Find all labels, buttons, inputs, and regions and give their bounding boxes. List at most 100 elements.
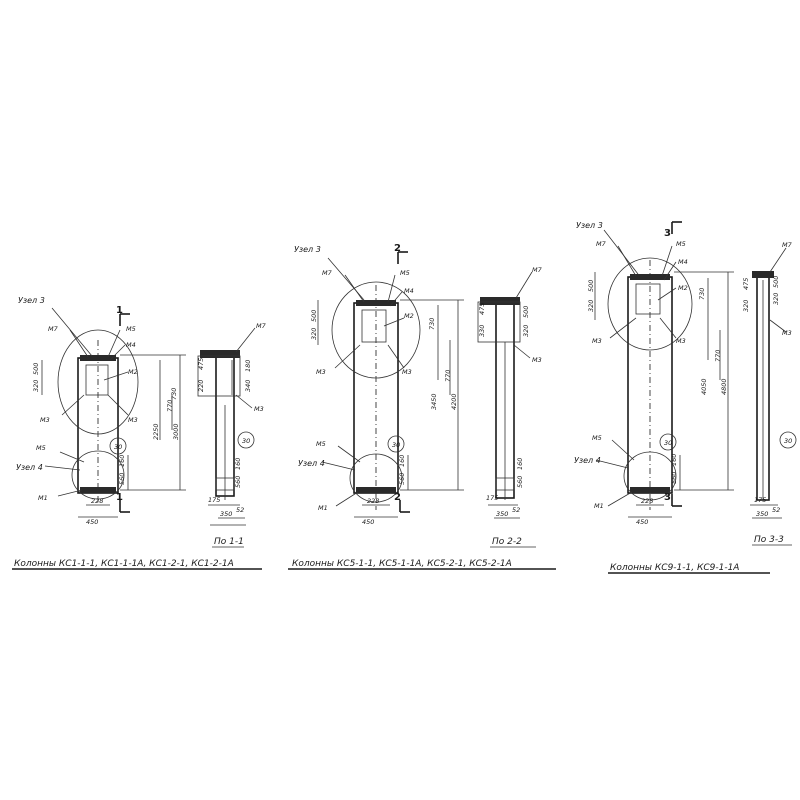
mark-m1-3: М1 xyxy=(594,502,604,510)
section-mark-top-3: 3 xyxy=(664,228,671,239)
dim-height-total-3: 4800 xyxy=(720,378,728,395)
mark-m3-right-2: М3 xyxy=(402,368,412,376)
mark-m4-1: М4 xyxy=(126,341,136,349)
callout-30-2: 30 xyxy=(392,441,400,449)
node-3-label-2: Узел 3 xyxy=(294,245,321,254)
section-mark-top-1: 1 xyxy=(116,305,123,316)
side-top-frame-1 xyxy=(197,355,241,397)
side-callout-30-1 xyxy=(237,431,255,449)
side-dim-180-1: 180 xyxy=(244,360,252,372)
mark-m5-bottom-1: М5 xyxy=(36,444,46,452)
callout-30-circle-1 xyxy=(109,437,127,455)
panel-title-2: Колонны КС5-1-1, КС5-1-1А, КС5-2-1, КС5-… xyxy=(292,559,512,569)
dim-228-2: 228 xyxy=(367,497,379,505)
callout-30-circle-3 xyxy=(659,433,677,451)
top-plate-1 xyxy=(80,355,116,361)
node-4-ellipse-1 xyxy=(71,450,125,500)
dim-450-1: 450 xyxy=(86,518,98,526)
dim-450-2: 450 xyxy=(362,518,374,526)
dim-228-1: 228 xyxy=(91,497,103,505)
mark-m5-2: М5 xyxy=(400,269,410,277)
mark-m5-bottom-2: М5 xyxy=(316,440,326,448)
section-mark-bottom-3: 3 xyxy=(664,492,671,503)
side-dim-160-2: 160 xyxy=(516,458,524,470)
side-dim-340-1: 340 xyxy=(244,380,252,392)
mark-m2-2: М2 xyxy=(404,312,414,320)
panel-1 xyxy=(41,307,256,526)
dim-height-box-1: 770 xyxy=(166,400,174,412)
side-dim-350-2: 350 xyxy=(496,510,508,518)
node-4-ellipse-2 xyxy=(349,453,403,503)
dim-top-a-2: 320 xyxy=(310,328,318,340)
dim-160-3: 160 xyxy=(670,454,678,466)
section-mark-bottom-2: 2 xyxy=(394,492,401,503)
mark-m2-3: М2 xyxy=(678,284,688,292)
section-label-1: По 1-1 xyxy=(214,537,244,547)
side-mark-m7-2: М7 xyxy=(532,266,543,274)
mark-m1-2: М1 xyxy=(318,504,328,512)
node-3-label-1: Узел 3 xyxy=(18,296,45,305)
mark-m2-1: М2 xyxy=(128,368,138,376)
mark-m4-2: М4 xyxy=(404,287,414,295)
dim-560-1: 560 xyxy=(118,473,126,485)
dim-top-b-3: 500 xyxy=(587,280,595,292)
dim-top-a-1: 320 xyxy=(32,380,40,392)
section-label-2: По 2-2 xyxy=(492,537,522,547)
mark-m7-3: М7 xyxy=(596,240,607,248)
base-plate-2 xyxy=(356,487,396,493)
side-dim-500-2: 500 xyxy=(522,306,530,318)
side-dim-52-1: 52 xyxy=(236,506,244,514)
dim-height-box-3: 770 xyxy=(714,350,722,362)
mark-m3-left-2: М3 xyxy=(316,368,326,376)
dim-height-inner-3: 4050 xyxy=(700,378,708,395)
side-dim-175-2: 175 xyxy=(486,494,498,502)
side-dim-175-1: 175 xyxy=(208,496,220,504)
side-dim-475-2: 475 xyxy=(478,303,486,315)
callout-30-1: 30 xyxy=(114,443,122,451)
side-mark-m3-2: М3 xyxy=(532,356,542,364)
mark-m5-3: М5 xyxy=(676,240,686,248)
side-dim-560-2: 560 xyxy=(516,476,524,488)
side-dim-330-2: 330 xyxy=(478,325,486,337)
mark-m7-1: М7 xyxy=(48,325,59,333)
side-dim-350-3: 350 xyxy=(756,510,768,518)
node-3-ellipse-1 xyxy=(57,329,139,435)
side-dim-500-3: 500 xyxy=(772,276,780,288)
panel-title-3: Колонны КС9-1-1, КС9-1-1А xyxy=(610,563,739,573)
panel-2 xyxy=(317,251,533,519)
dim-730-2: 730 xyxy=(428,318,436,330)
dim-top-a-3: 320 xyxy=(587,300,595,312)
dim-top-b-1: 500 xyxy=(32,363,40,375)
top-insert-1 xyxy=(85,364,109,396)
node-4-label-1: Узел 4 xyxy=(16,463,43,472)
node-3-ellipse-2 xyxy=(331,281,421,379)
mark-m3-left-3: М3 xyxy=(592,337,602,345)
dim-730-3: 730 xyxy=(698,288,706,300)
side-dim-320-3: 320 xyxy=(742,300,750,312)
base-plate-1 xyxy=(80,487,116,493)
side-dim-320-2: 320 xyxy=(522,325,530,337)
side-callout-30-3: 30 xyxy=(784,437,792,445)
dim-160-2: 160 xyxy=(398,455,406,467)
side-mark-m3-3: М3 xyxy=(782,329,792,337)
node-3-ellipse-3 xyxy=(607,257,693,351)
side-dim-52-3: 52 xyxy=(772,506,780,514)
callout-30-circle-2 xyxy=(387,435,405,453)
side-callout-30-text-1: 30 xyxy=(242,437,250,445)
side-dim-475-1: 475 xyxy=(197,358,205,370)
side-dim-220-1: 220 xyxy=(197,380,205,392)
top-plate-2 xyxy=(356,300,396,306)
mark-m4-3: М4 xyxy=(678,258,688,266)
dim-560-2: 560 xyxy=(398,473,406,485)
side-mark-m7-3: М7 xyxy=(782,241,793,249)
dim-height-inner-2: 3450 xyxy=(430,393,438,410)
node-3-label-3: Узел 3 xyxy=(576,221,603,230)
side-dim-350-1: 350 xyxy=(220,510,232,518)
section-mark-bottom-1: 1 xyxy=(116,492,123,503)
side-dim-52-2: 52 xyxy=(512,506,520,514)
dim-228-3: 228 xyxy=(641,497,653,505)
dim-top-b-2: 500 xyxy=(310,310,318,322)
node-4-ellipse-3 xyxy=(623,451,677,501)
dim-height-total-2: 4200 xyxy=(450,393,458,410)
